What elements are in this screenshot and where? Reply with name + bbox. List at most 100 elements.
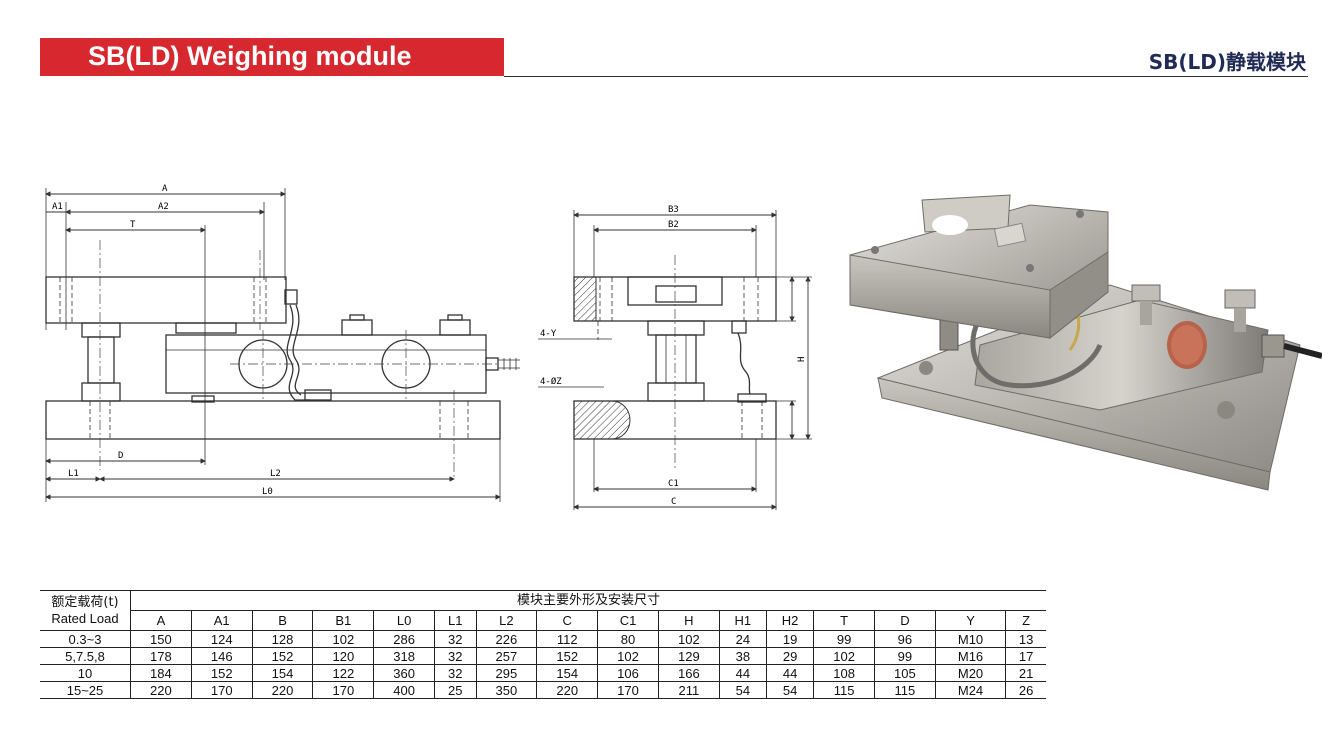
table-group-header-row: 额定载荷(t) Rated Load 模块主要外形及安装尺寸	[40, 590, 1046, 631]
column-header-z: Z	[1005, 610, 1046, 631]
table-cell-d: 115	[874, 681, 936, 699]
table-cell-l0: 400	[373, 681, 436, 699]
table-cell-load: 15~25	[40, 681, 131, 699]
column-header-b1: B1	[312, 610, 375, 631]
table-cell-l1: 32	[434, 630, 477, 648]
dim-label-a2: A2	[158, 202, 169, 212]
table-cell-h: 166	[657, 664, 720, 682]
column-header-b: B	[251, 610, 314, 631]
table-cell-load: 0.3~3	[40, 630, 131, 648]
table-cell-c: 154	[536, 664, 599, 682]
dim-label-a: A	[162, 184, 168, 194]
table-cell-c: 220	[536, 681, 599, 699]
column-header-h1: H1	[718, 610, 767, 631]
table-cell-b1: 170	[312, 681, 375, 699]
dim-label-c1: C1	[668, 479, 679, 489]
table-cell-z: 26	[1005, 681, 1046, 699]
table-cell-t: 108	[813, 664, 875, 682]
table-cell-l2: 350	[475, 681, 538, 699]
table-cell-h2: 19	[765, 630, 815, 648]
dim-label-l2: L2	[270, 469, 281, 479]
rated-load-header-cn: 额定载荷(t)	[51, 594, 119, 610]
column-header-a1: A1	[190, 610, 253, 631]
table-cell-y: M10	[934, 630, 1007, 648]
table-cell-z: 17	[1005, 647, 1046, 665]
column-header-t: T	[813, 610, 875, 631]
table-cell-a: 184	[130, 664, 192, 682]
page-title-cn: SB(LD)静载模块	[1148, 50, 1306, 74]
header-rule	[504, 76, 1308, 77]
table-cell-t: 115	[813, 681, 875, 699]
table-cell-b: 220	[251, 681, 314, 699]
table-group-header: 模块主要外形及安装尺寸	[130, 590, 1046, 611]
table-cell-b: 128	[251, 630, 314, 648]
table-cell-b: 152	[251, 647, 314, 665]
table-cell-b1: 102	[312, 630, 375, 648]
table-cell-a: 220	[130, 681, 192, 699]
table-cell-z: 21	[1005, 664, 1046, 682]
header-bar	[40, 38, 504, 76]
table-cell-h2: 29	[765, 647, 815, 665]
table-cell-a1: 124	[190, 630, 253, 648]
table-cell-h: 102	[657, 630, 720, 648]
table-cell-l1: 25	[434, 681, 477, 699]
table-cell-l0: 318	[373, 647, 436, 665]
table-cell-l2: 257	[475, 647, 538, 665]
table-cell-h1: 44	[718, 664, 767, 682]
table-cell-l0: 286	[373, 630, 436, 648]
table-cell-b1: 120	[312, 647, 375, 665]
table-cell-c: 152	[536, 647, 599, 665]
table-cell-b: 154	[251, 664, 314, 682]
table-cell-y: M16	[934, 647, 1007, 665]
table-cell-h1: 38	[718, 647, 767, 665]
column-header-h: H	[657, 610, 720, 631]
dim-label-b2: B2	[668, 220, 679, 230]
dim-label-a1: A1	[52, 202, 63, 212]
table-cell-c1: 80	[597, 630, 659, 648]
dim-label-l1: L1	[68, 469, 79, 479]
column-header-y: Y	[934, 610, 1007, 631]
table-cell-h2: 54	[765, 681, 815, 699]
table-cell-a1: 152	[190, 664, 253, 682]
table-cell-l1: 32	[434, 647, 477, 665]
column-header-h2: H2	[765, 610, 815, 631]
table-cell-c: 112	[536, 630, 599, 648]
column-header-l2: L2	[475, 610, 538, 631]
technical-drawing: A A1 A2 T	[45, 184, 1322, 510]
table-cell-y: M24	[934, 681, 1007, 699]
table-cell-load: 10	[40, 664, 131, 682]
dim-label-z: 4-ØZ	[540, 376, 562, 387]
table-cell-l0: 360	[373, 664, 436, 682]
dim-label-b3: B3	[668, 205, 679, 215]
table-cell-h: 129	[657, 647, 720, 665]
dim-label-d: D	[118, 451, 123, 461]
page-title: SB(LD) Weighing module	[88, 41, 412, 71]
weighing-module-photo	[849, 194, 1322, 491]
rated-load-header: 额定载荷(t) Rated Load	[40, 590, 131, 631]
table-cell-c1: 102	[597, 647, 659, 665]
column-header-c: C	[536, 610, 599, 631]
table-cell-load: 5,7.5,8	[40, 647, 131, 665]
dim-label-l0: L0	[262, 487, 273, 497]
table-cell-h2: 44	[765, 664, 815, 682]
dim-label-y: 4-Y	[540, 329, 557, 339]
table-cell-d: 105	[874, 664, 936, 682]
dim-label-t: T	[130, 220, 136, 230]
column-header-l0: L0	[373, 610, 436, 631]
table-cell-c1: 170	[597, 681, 659, 699]
table-cell-c1: 106	[597, 664, 659, 682]
dim-label-c: C	[671, 497, 676, 507]
table-cell-a1: 146	[190, 647, 253, 665]
column-header-l1: L1	[434, 610, 477, 631]
table-cell-t: 99	[813, 630, 875, 648]
dim-label-h: H	[797, 357, 807, 362]
column-header-d: D	[874, 610, 936, 631]
table-cell-l2: 295	[475, 664, 538, 682]
front-view: B3 B2 4-Y 4-ØZ	[538, 205, 812, 510]
table-cell-h: 211	[657, 681, 720, 699]
